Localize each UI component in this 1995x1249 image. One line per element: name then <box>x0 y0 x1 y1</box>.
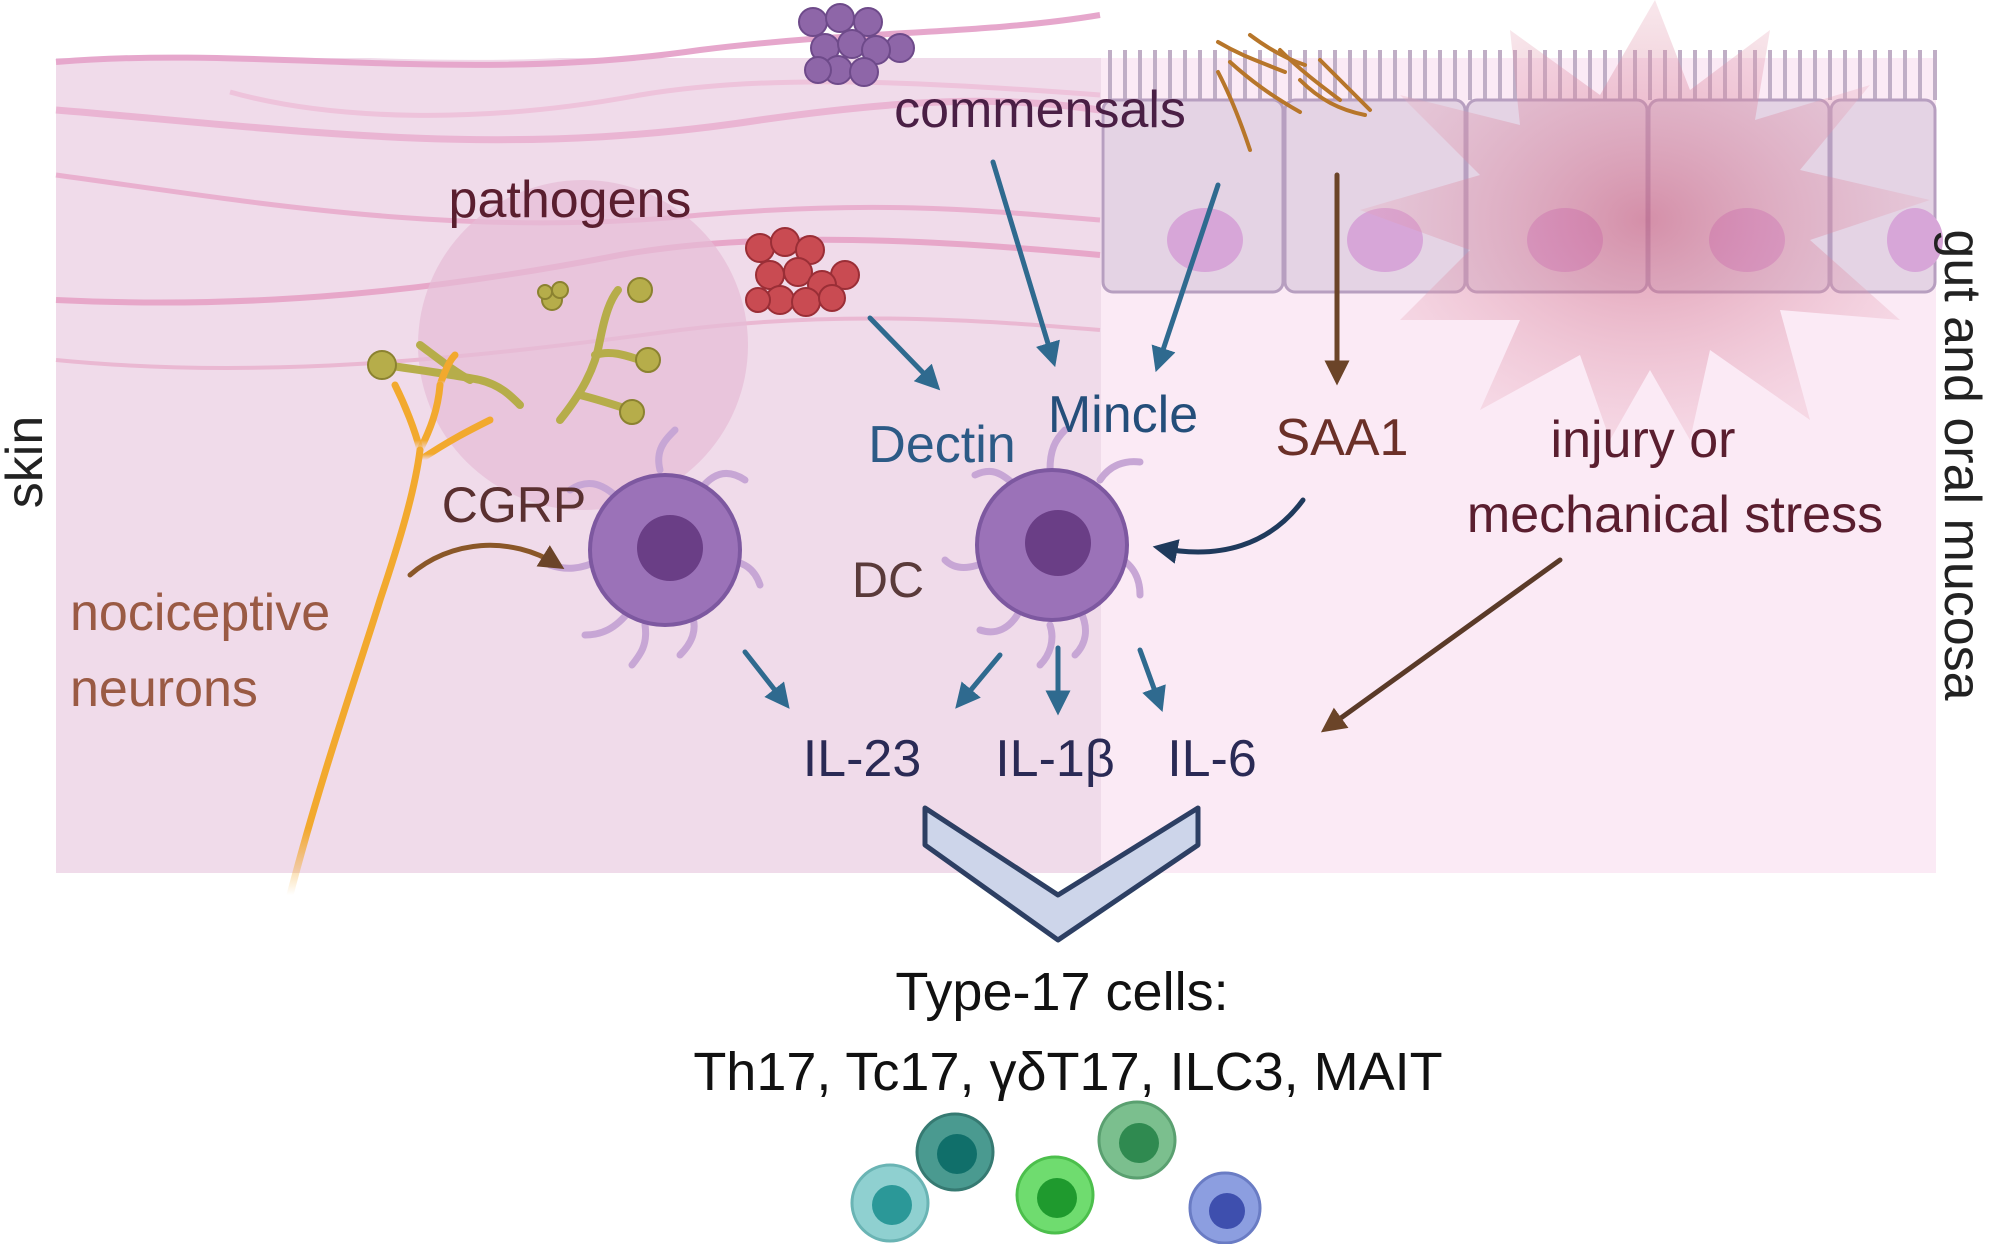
il23-label: IL-23 <box>803 730 922 788</box>
dendritic-cell-left <box>546 426 764 669</box>
saa1-label: SAA1 <box>1276 409 1409 467</box>
pathogen-red-cluster <box>745 227 860 317</box>
injury-starburst <box>1360 0 1930 440</box>
arrow-cgrp-to-dc <box>407 542 565 578</box>
convergence-chevron <box>922 805 1201 943</box>
pathogens-label: pathogens <box>449 171 692 229</box>
arrow-dcright-to-il23 <box>955 652 1003 709</box>
nociceptive-neuron <box>286 351 494 899</box>
arrow-pathogens-to-dectin <box>867 315 941 391</box>
type17-list: Th17, Tc17, γδT17, ILC3, MAIT <box>693 1042 1442 1102</box>
dc-label: DC <box>852 552 924 608</box>
skin-label: skin <box>0 416 54 508</box>
dectin-label: Dectin <box>868 416 1015 474</box>
nociceptive-label-line1: nociceptive <box>70 584 330 642</box>
cgrp-label: CGRP <box>442 477 586 533</box>
arrow-injury-to-il6 <box>1320 557 1563 733</box>
arrow-dcleft-to-il23 <box>742 649 790 709</box>
arrow-bacteria-to-mincle <box>1151 182 1221 373</box>
signal-arrows <box>407 159 1563 733</box>
commensal-purple-cluster <box>798 3 915 87</box>
arrow-saa1-to-dc <box>1152 497 1306 564</box>
dendritic-cell-right <box>941 426 1144 669</box>
type17-title: Type-17 cells: <box>895 962 1228 1022</box>
arrow-commensals-to-mincle <box>990 159 1060 368</box>
arrow-dcright-to-il6 <box>1137 647 1166 713</box>
pathogen-halo <box>418 180 748 510</box>
injury-label-line1: injury or <box>1551 411 1736 469</box>
il1b-label: IL-1β <box>995 730 1115 788</box>
nociceptive-label-line2: neurons <box>70 660 258 718</box>
commensals-label: commensals <box>894 81 1186 139</box>
mincle-label: Mincle <box>1048 386 1198 444</box>
injury-label-line2: mechanical stress <box>1467 486 1883 544</box>
type17-cells <box>850 1100 1262 1245</box>
il6-label: IL-6 <box>1167 730 1257 788</box>
fungal-spores <box>367 277 661 425</box>
commensal-filamentous-bacteria <box>1216 33 1372 152</box>
gut-mucosa-label: gut and oral mucosa <box>1933 229 1991 700</box>
